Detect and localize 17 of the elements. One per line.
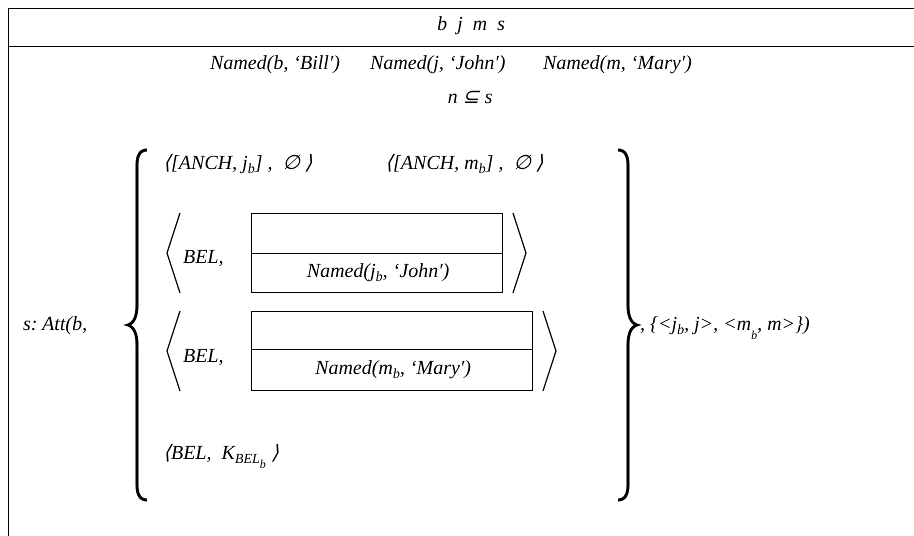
attitude-mode: BEL, xyxy=(183,246,224,268)
attitude-mode: BEL, xyxy=(183,345,224,367)
tuple-text: ⟨[ANCH, j$_{b}$] , ∅ ⟩ xyxy=(163,152,312,178)
drs-box xyxy=(8,8,914,536)
condition-text: Named(j, ‘John′) xyxy=(370,52,506,74)
drs-condition: Named(m$_{b}$, ‘Mary′) xyxy=(315,357,471,383)
inner-drs-box xyxy=(251,213,503,293)
inner-drs-box xyxy=(251,311,533,391)
discourse-referents: b j m s xyxy=(437,13,505,35)
tuple-text: ⟨BEL, K$_{BEL}$$_{b}$ ⟩ xyxy=(163,442,279,472)
condition-text: Named(b, ‘Bill′) xyxy=(210,52,340,74)
tuple-text: ⟨[ANCH, m$_{b}$] , ∅ ⟩ xyxy=(385,152,544,178)
drs-condition: Named(j$_{b}$, ‘John′) xyxy=(306,260,450,286)
attitude-predicate: s: Att(b, xyxy=(23,313,88,335)
condition-text: n ⊆ s xyxy=(448,86,492,108)
anchor-mapping: , {<j$_{b}$, j>, <m$_{b}$, m>}) xyxy=(640,313,810,342)
condition-text: Named(m, ‘Mary′) xyxy=(543,52,692,74)
